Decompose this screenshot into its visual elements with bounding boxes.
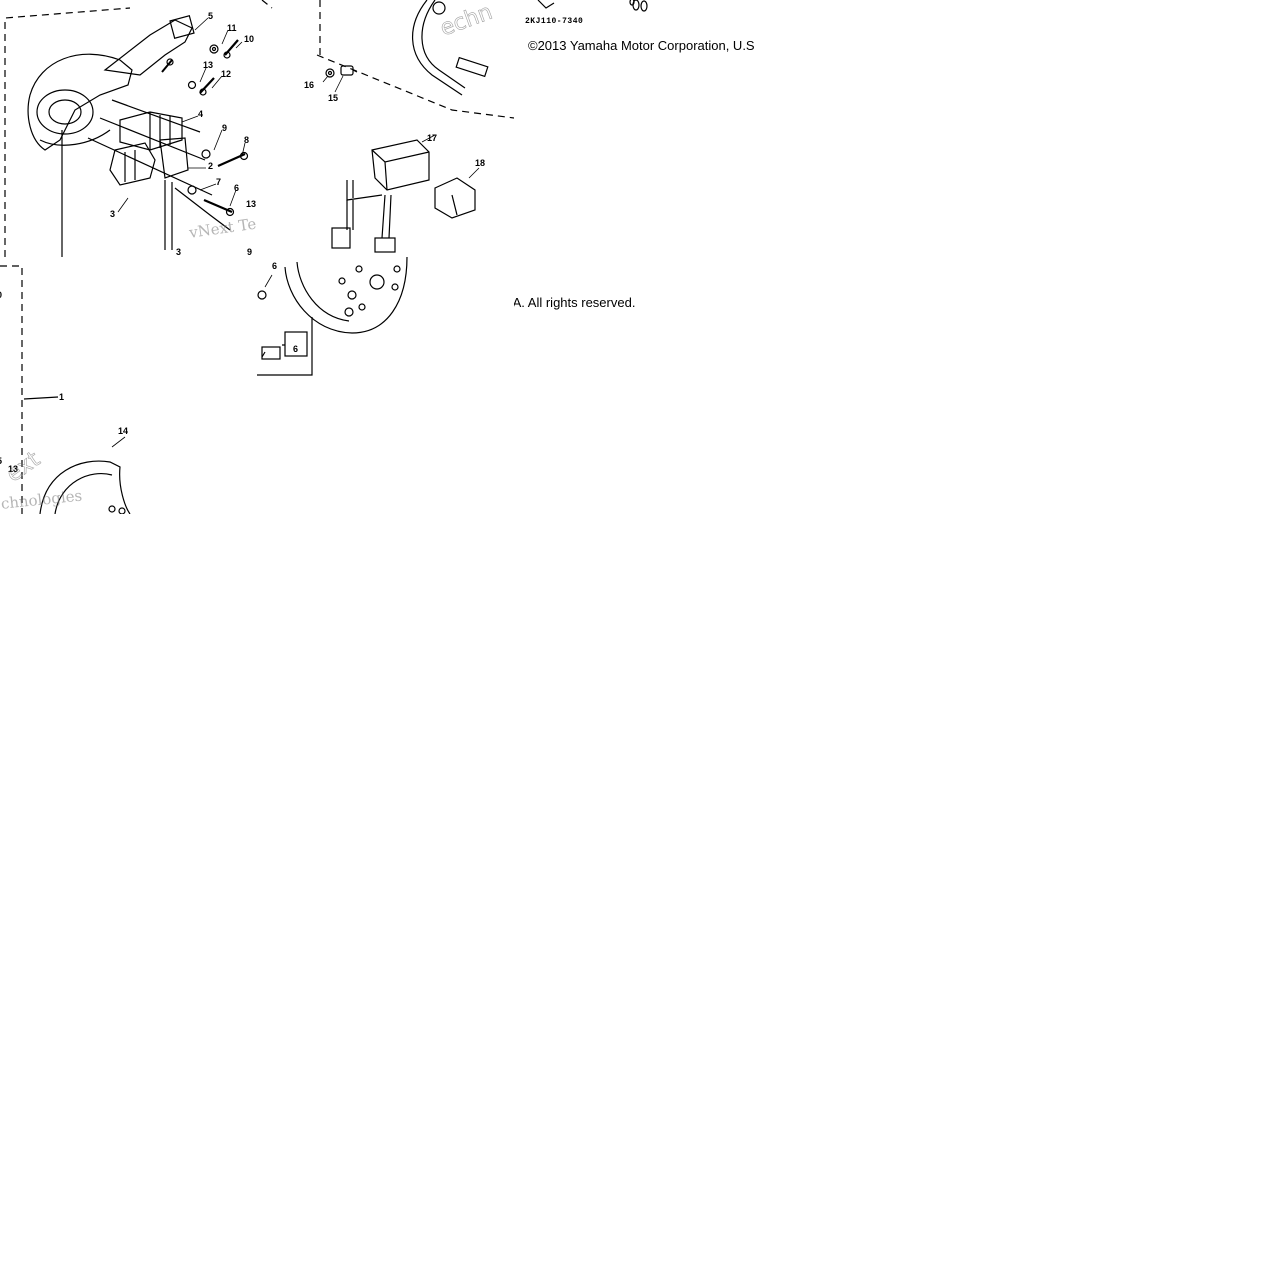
callout-3: 3: [110, 209, 116, 219]
callout-9b: 9: [247, 247, 253, 257]
callout-3b: 3: [176, 247, 182, 257]
diagram-tile-rotor: 6 6: [257, 257, 514, 514]
callout-6c: 6: [293, 344, 299, 354]
callout-0: 0: [0, 291, 2, 300]
callout-8: 8: [244, 135, 250, 145]
callout-6b: 6: [272, 261, 278, 271]
parts-fragment-drawing: [537, 0, 648, 12]
callout-7: 7: [216, 177, 222, 187]
flywheel-drawing: [0, 265, 131, 514]
callout-18: 18: [475, 158, 486, 168]
callout-10: 10: [244, 34, 255, 44]
callout-15: 15: [328, 93, 339, 103]
copyright-line-1: ©2013 Yamaha Motor Corporation, U.S: [528, 38, 755, 53]
callout-2: 2: [208, 161, 214, 171]
diagram-tile-stator: 5 11 10 13 12 4 9 8 2 7 6 3 13 3 9 vNext…: [0, 0, 257, 257]
callout-5: 5: [208, 11, 214, 21]
callout-14: 14: [118, 426, 129, 436]
callout-13b: 13: [246, 199, 257, 209]
callout-13: 13: [203, 60, 214, 70]
wiring-drawing: [261, 0, 514, 253]
callout-13c: 13: [8, 464, 19, 474]
stator-exploded-drawing: [4, 7, 249, 257]
callout-17: 17: [427, 133, 438, 143]
callout-12: 12: [221, 69, 232, 79]
callout-1: 1: [59, 392, 65, 402]
diagram-tile-wiring: 16 15 17 18 echn: [257, 0, 514, 257]
diagram-tile-flywheel: 0 1 14 5 13 ext chnologies: [0, 257, 257, 514]
callout-6: 6: [234, 183, 240, 193]
callout-11: 11: [227, 23, 237, 33]
callout-4: 4: [198, 109, 204, 119]
callout-16: 16: [304, 80, 315, 90]
callout-5b: 5: [0, 457, 2, 466]
part-code-label: 2KJ110-7340: [525, 17, 584, 26]
callout-9: 9: [222, 123, 228, 133]
rotor-drawing: [257, 257, 408, 376]
copyright-line-2: .A. All rights reserved.: [509, 295, 636, 310]
